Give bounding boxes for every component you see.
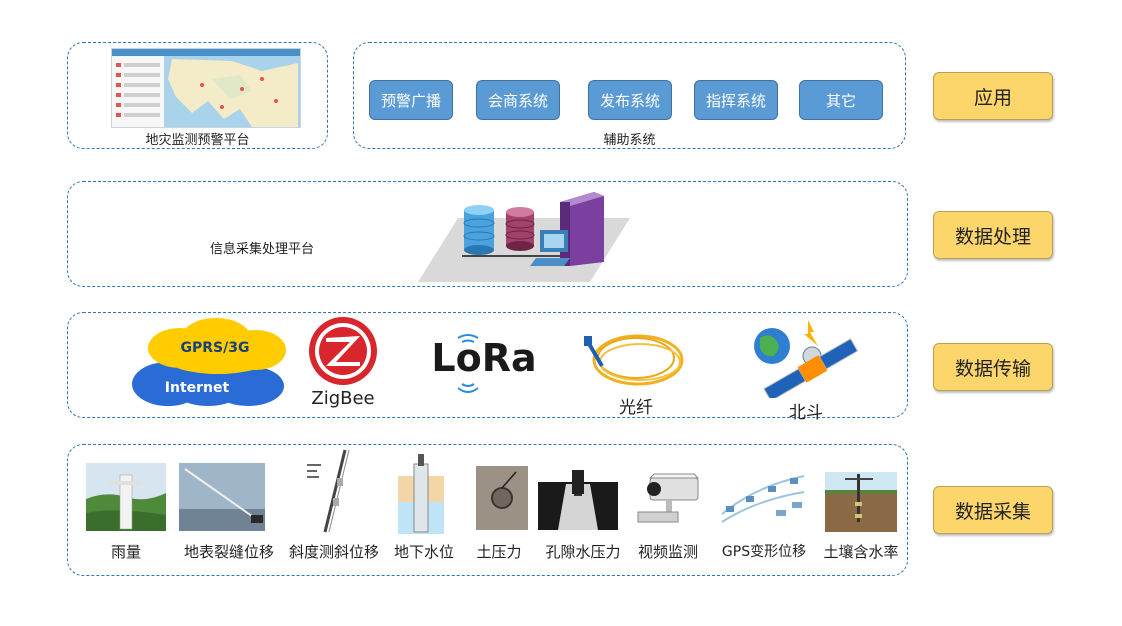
- layer-processing: 数据处理: [933, 211, 1053, 259]
- zigbee-label: ZigBee: [311, 388, 375, 409]
- command-system-button[interactable]: 指挥系统: [694, 80, 778, 120]
- other-button[interactable]: 其它: [799, 80, 883, 120]
- sensor-label-gps: GPS变形位移: [721, 544, 807, 560]
- server-database-icon: [418, 186, 630, 282]
- rain-gauge-photo: [86, 463, 166, 531]
- soil-moisture-diagram: [825, 472, 897, 532]
- pore-pressure-diagram: [538, 466, 618, 530]
- processing-platform-label: 信息采集处理平台: [210, 242, 315, 257]
- lora-label: LoRa: [431, 336, 537, 380]
- layer-acquisition: 数据采集: [933, 486, 1053, 534]
- sensor-label-crack: 地表裂缝位移: [183, 543, 274, 561]
- inclinometer-diagram: [303, 448, 365, 534]
- fiber-label: 光纤: [619, 398, 653, 418]
- aux-system-caption: 辅助系统: [603, 133, 656, 148]
- beidou-satellite-icon: [752, 318, 860, 402]
- earth-pressure-photo: [476, 466, 528, 530]
- publishing-system-button[interactable]: 发布系统: [588, 80, 672, 120]
- sensor-label-pore-pressure: 孔隙水压力: [545, 543, 621, 561]
- consultation-system-button[interactable]: 会商系统: [476, 80, 560, 120]
- video-camera-icon: [632, 470, 702, 530]
- cloud-bottom-label: Internet: [164, 380, 230, 396]
- sensor-label-groundwater: 地下水位: [393, 543, 454, 561]
- optical-fiber-icon: [578, 322, 686, 394]
- sensor-label-earth-pressure: 土压力: [476, 543, 522, 561]
- sensor-label-video: 视频监测: [637, 543, 698, 561]
- sensor-label-rain: 雨量: [110, 543, 141, 561]
- beidou-label: 北斗: [789, 403, 823, 423]
- gps-deformation-diagram: [716, 466, 810, 532]
- sensor-label-inclinometer: 斜度测斜位移: [288, 543, 379, 561]
- warning-broadcast-button[interactable]: 预警广播: [369, 80, 453, 120]
- platform-caption: 地灾监测预警平台: [145, 133, 250, 148]
- sensor-label-soil-moisture: 土壤含水率: [823, 543, 899, 561]
- map-screenshot: [111, 48, 301, 128]
- surface-crack-photo: [179, 463, 265, 531]
- groundwater-level-diagram: [398, 454, 444, 534]
- cloud-top-label: GPRS/3G: [180, 340, 250, 356]
- zigbee-logo-icon: [306, 316, 380, 386]
- layer-transmission: 数据传输: [933, 343, 1053, 391]
- lora-signal-icon: [452, 330, 484, 400]
- layer-application: 应用: [933, 72, 1053, 120]
- cloud-icon: [130, 318, 288, 412]
